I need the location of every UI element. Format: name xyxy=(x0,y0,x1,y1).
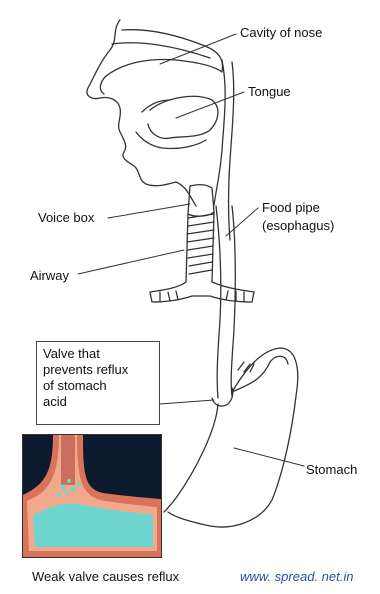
bronchi xyxy=(150,282,254,302)
leader-stomach xyxy=(234,448,304,466)
label-tongue: Tongue xyxy=(248,84,291,100)
valve-text-line: acid xyxy=(43,394,153,410)
reflux-inset-image xyxy=(22,434,162,558)
valve-text-line: prevents reflux xyxy=(43,362,153,378)
stomach-outline xyxy=(168,348,298,527)
leader-cavity-of-nose xyxy=(160,34,236,64)
trachea-rings xyxy=(186,212,214,282)
label-airway: Airway xyxy=(30,268,69,284)
leader-airway xyxy=(78,250,184,274)
leader-voice-box xyxy=(108,204,190,218)
footer-caption: Weak valve causes reflux xyxy=(32,569,179,584)
label-voice-box: Voice box xyxy=(38,210,94,226)
valve-sphincter xyxy=(212,388,233,406)
leader-valve xyxy=(160,400,214,404)
tongue-outline xyxy=(148,96,218,138)
footer-url: www. spread. net.in xyxy=(240,569,353,584)
label-cavity-of-nose: Cavity of nose xyxy=(240,25,322,41)
label-esophagus: (esophagus) xyxy=(262,218,334,234)
voice-box xyxy=(188,185,214,216)
label-stomach: Stomach xyxy=(306,462,357,478)
label-food-pipe: Food pipe xyxy=(262,200,320,216)
nasal-cavity-outline xyxy=(100,30,222,94)
esophagus-left-wall xyxy=(216,206,221,398)
leader-food-pipe xyxy=(226,208,258,236)
valve-callout-box: Valve that prevents reflux of stomach ac… xyxy=(36,341,160,425)
valve-text-line: of stomach xyxy=(43,378,153,394)
face-profile-outline xyxy=(87,20,196,206)
valve-text-line: Valve that xyxy=(43,346,153,362)
pharynx-wall xyxy=(214,60,225,205)
